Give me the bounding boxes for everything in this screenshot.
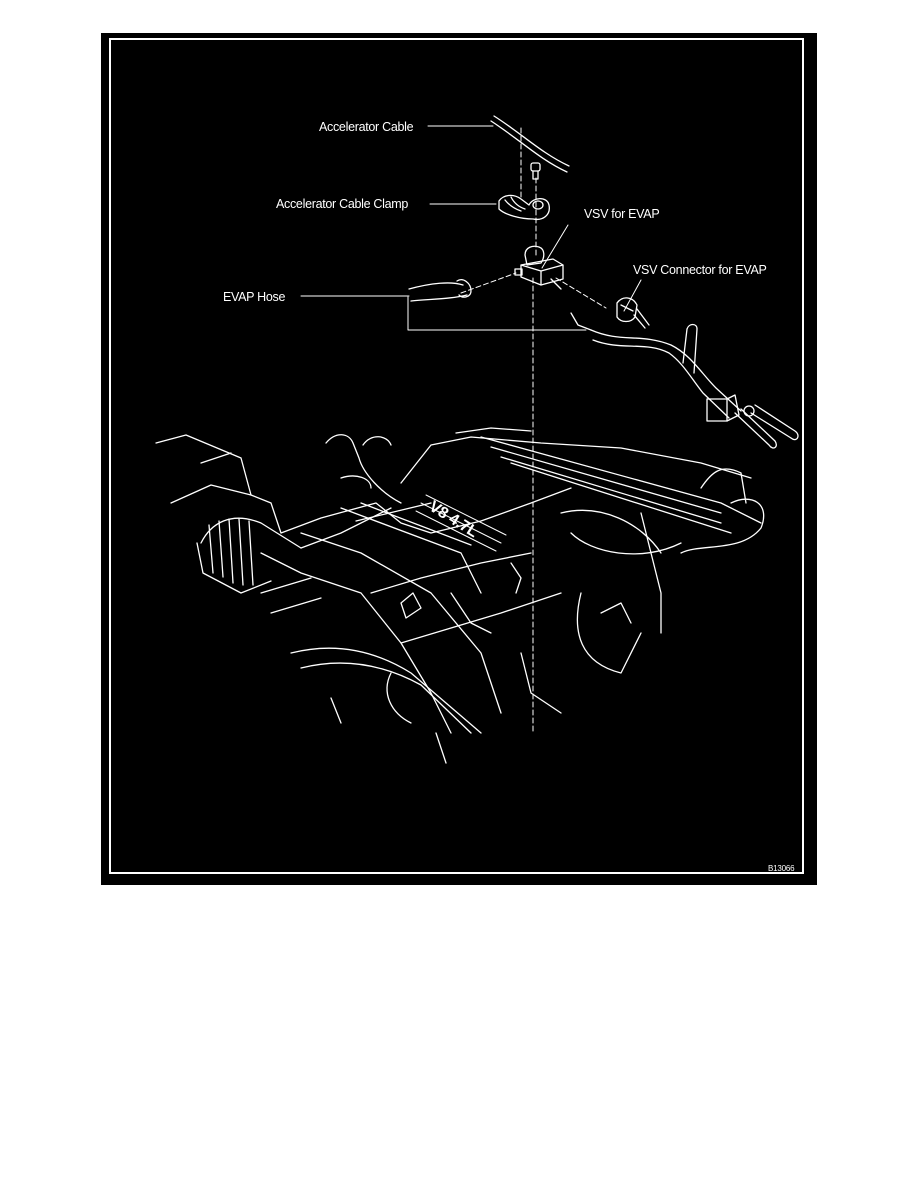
evap-hose-assembly-icon [590,323,799,449]
figure-code: B13066 [768,864,795,873]
vsv-for-evap-icon [514,245,564,290]
figure-border [109,38,804,874]
bolt-icon [530,162,541,180]
label-accelerator-cable-clamp: Accelerator Cable Clamp [276,197,409,211]
engine-line-art [155,115,799,764]
label-evap-hose: EVAP Hose [223,290,286,304]
label-accelerator-cable: Accelerator Cable [319,120,414,134]
evap-hose-icon [407,279,592,331]
label-vsv-for-evap: VSV for EVAP [584,207,660,221]
v8-badge-icon [415,494,507,552]
label-vsv-connector-for-evap: VSV Connector for EVAP [633,263,767,277]
engine-icon [155,427,765,764]
accelerator-cable-clamp-icon [498,194,550,221]
diagram-figure: V8 4.7L Accelerator Cable Accelerator Ca… [101,33,817,885]
vsv-connector-icon [616,297,650,329]
accelerator-cable-icon [490,115,570,173]
